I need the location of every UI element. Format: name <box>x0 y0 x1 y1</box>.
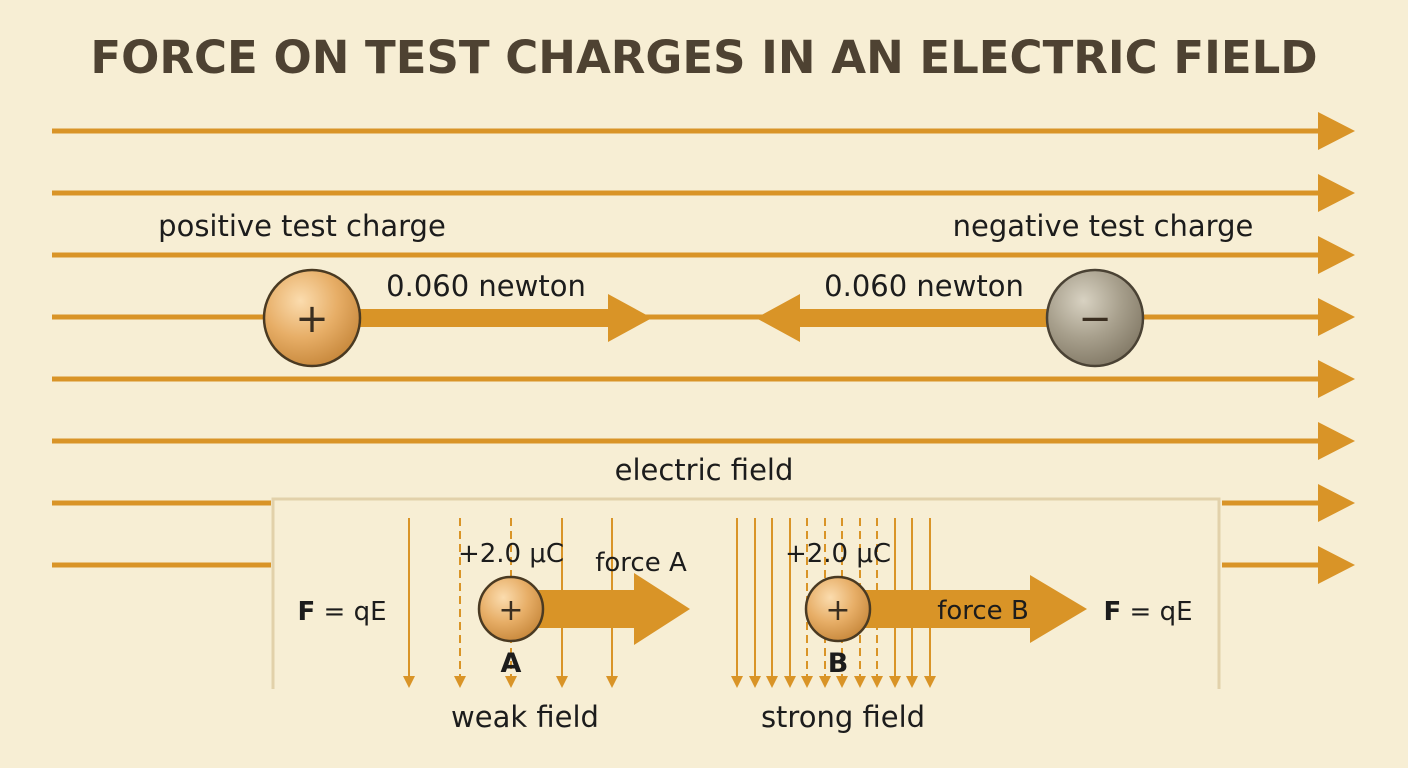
arrowhead-icon <box>1318 298 1355 336</box>
charge-a-value: +2.0 μC <box>458 539 564 569</box>
formula-left: F = qE <box>297 597 386 627</box>
weak-field-label: weak field <box>451 700 599 734</box>
field-line <box>52 546 1355 584</box>
positive-force-label: 0.060 newton <box>386 269 586 303</box>
minus-icon: − <box>1078 296 1112 342</box>
formula-right: F = qE <box>1103 597 1192 627</box>
negative-charge-label: negative test charge <box>953 209 1254 243</box>
positive-charge-label: positive test charge <box>158 209 446 243</box>
arrowhead-icon <box>1318 484 1355 522</box>
field-line <box>52 484 1355 522</box>
vertical-field-line <box>749 518 761 688</box>
arrowhead-icon <box>1318 546 1355 584</box>
plus-icon: + <box>295 296 329 342</box>
field-line <box>52 360 1355 398</box>
charge-a-name: A <box>501 648 522 679</box>
positive-test-charge: + <box>262 268 362 368</box>
strong-field-label: strong field <box>761 700 925 734</box>
field-line <box>52 236 1355 274</box>
plus-icon: + <box>498 593 523 628</box>
vertical-field-line <box>454 518 466 688</box>
vertical-field-line <box>731 518 743 688</box>
charge-b-name: B <box>828 648 849 679</box>
page-title: FORCE ON TEST CHARGES IN AN ELECTRIC FIE… <box>90 31 1317 84</box>
comparison-panel-border <box>271 497 1221 689</box>
arrowhead-icon <box>1318 174 1355 212</box>
charge-a: + <box>477 575 545 643</box>
field-line <box>52 112 1355 150</box>
field-line <box>52 298 1355 336</box>
arrowhead-icon <box>1318 360 1355 398</box>
force-b-label: force B <box>937 596 1029 626</box>
negative-force-arrow <box>756 294 1050 342</box>
electric-field-label: electric field <box>615 453 794 487</box>
force-b-arrow <box>864 575 1087 643</box>
vertical-field-line <box>766 518 778 688</box>
force-a-arrow <box>536 573 690 645</box>
arrowhead-icon <box>1318 112 1355 150</box>
negative-test-charge: − <box>1045 268 1145 368</box>
vertical-field-line <box>784 518 796 688</box>
charge-b: + <box>804 575 872 643</box>
vertical-field-line <box>403 518 415 688</box>
arrowhead-icon <box>1318 422 1355 460</box>
charge-b-value: +2.0 μC <box>785 539 891 569</box>
field-line <box>52 174 1355 212</box>
strong-field-lines <box>731 518 936 688</box>
field-line <box>52 422 1355 460</box>
plus-icon: + <box>825 593 850 628</box>
arrowhead-icon <box>1318 236 1355 274</box>
positive-force-arrow <box>358 294 652 342</box>
negative-force-label: 0.060 newton <box>824 269 1024 303</box>
field-lines <box>52 112 1355 584</box>
force-a-label: force A <box>595 548 687 578</box>
